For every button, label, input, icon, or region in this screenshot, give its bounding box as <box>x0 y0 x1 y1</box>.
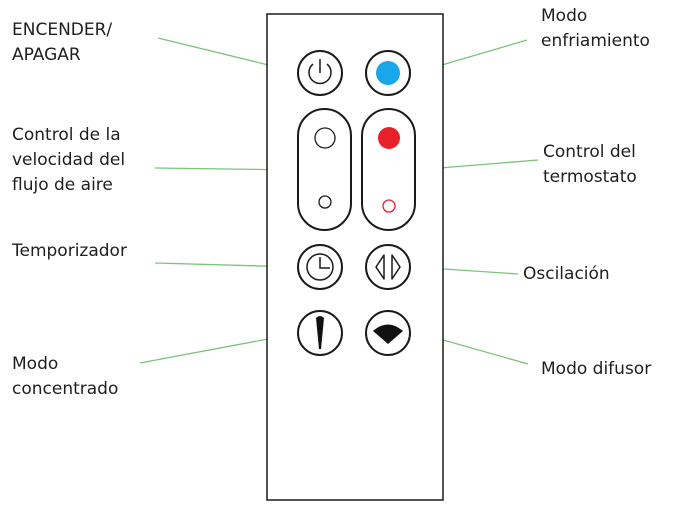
timer-button[interactable] <box>297 244 343 290</box>
label-cooling-mode: Modo enfriamiento <box>541 6 650 51</box>
diffused-fan-icon <box>373 324 403 344</box>
focused-mode-button[interactable] <box>297 310 343 356</box>
airflow-speed-control[interactable] <box>297 108 352 231</box>
label-power: ENCENDER/ APAGAR <box>12 20 113 65</box>
red-dots-icon <box>378 127 400 213</box>
oscillation-arrows-icon <box>375 254 401 280</box>
oscillation-button[interactable] <box>365 244 411 290</box>
power-button[interactable] <box>297 50 343 96</box>
remote-body <box>266 13 444 501</box>
blue-dot-icon <box>376 61 400 85</box>
cooling-mode-button[interactable] <box>365 50 411 96</box>
clock-icon <box>306 253 334 281</box>
label-airflow-control: Control de la velocidad del flujo de air… <box>12 125 126 195</box>
focused-beam-icon <box>316 316 324 349</box>
label-thermostat-control: Control del termostato <box>543 142 637 187</box>
label-focused-mode: Modo concentrado <box>12 354 119 399</box>
thermostat-control[interactable] <box>361 108 416 231</box>
label-timer: Temporizador <box>12 241 127 261</box>
power-icon <box>308 59 332 85</box>
airflow-dots-icon <box>314 127 336 209</box>
label-oscillation: Oscilación <box>523 264 610 284</box>
label-diffused-mode: Modo difusor <box>541 359 652 379</box>
diffused-mode-button[interactable] <box>365 310 411 356</box>
